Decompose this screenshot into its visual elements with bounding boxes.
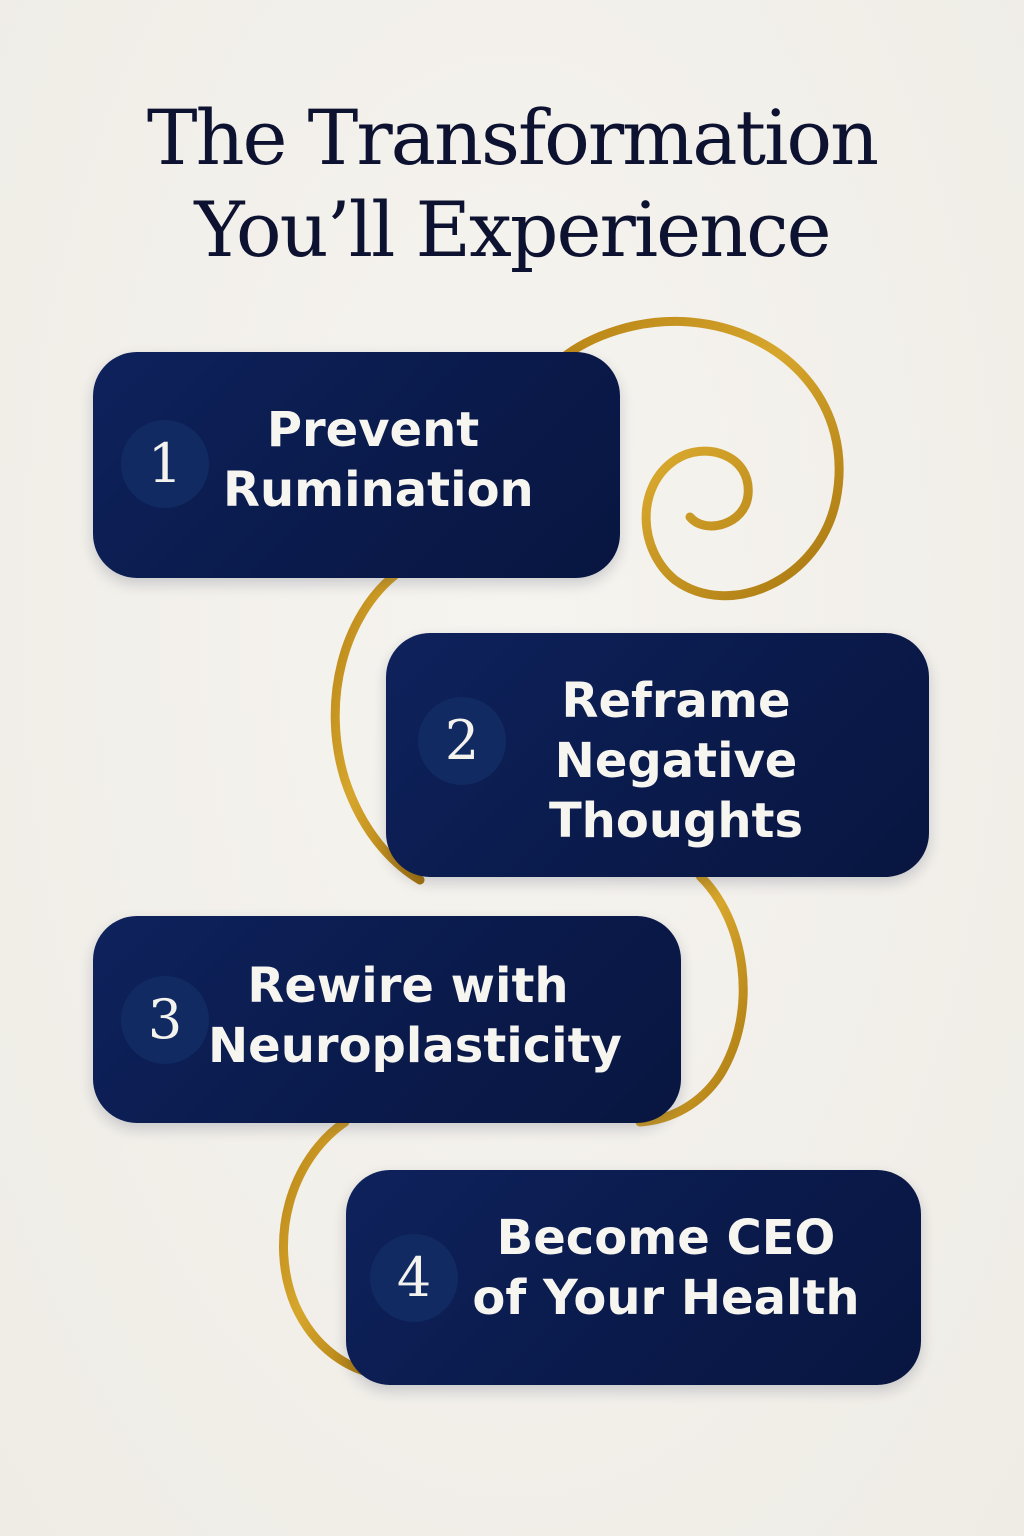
step-label: Rewire with Neuroplasticity xyxy=(208,958,622,1074)
title-line-2: You’ll Experience xyxy=(194,185,831,274)
swirl-segment-1 xyxy=(330,570,425,885)
step-card-4: 4 Become CEO of Your Health xyxy=(346,1170,921,1385)
spiral-curl xyxy=(555,316,844,601)
step-number-badge: 3 xyxy=(121,976,209,1064)
step-label: Become CEO of Your Health xyxy=(472,1210,860,1326)
step-number-badge: 4 xyxy=(370,1234,458,1322)
step-card-3: 3 Rewire with Neuroplasticity xyxy=(93,916,681,1123)
step-label: Reframe Negative Thoughts xyxy=(548,673,804,849)
step-number-badge: 2 xyxy=(418,697,506,785)
title-line-1: The Transformation xyxy=(146,93,879,182)
swirl-segment-3 xyxy=(279,1117,385,1380)
step-label: Prevent Rumination xyxy=(223,402,534,518)
step-card-1: 1 Prevent Rumination xyxy=(93,352,620,578)
step-number-badge: 1 xyxy=(121,420,209,508)
swirl-segment-2 xyxy=(635,871,748,1127)
page-title: The Transformation You’ll Experience xyxy=(0,92,1024,276)
step-card-2: 2 Reframe Negative Thoughts xyxy=(386,633,929,877)
